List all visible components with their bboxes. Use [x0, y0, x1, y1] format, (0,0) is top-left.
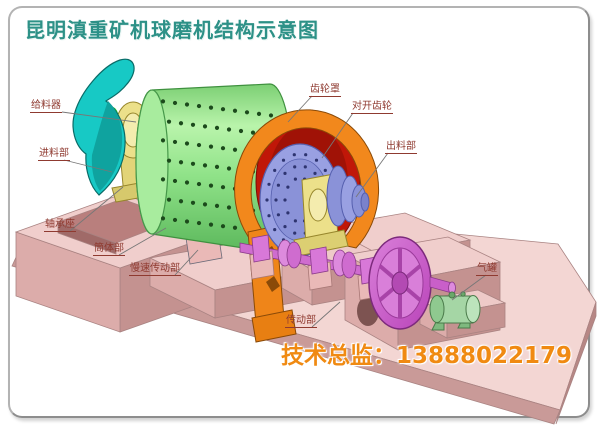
flywheel: [368, 236, 456, 330]
air-tank-body: [429, 291, 481, 331]
discharge-bearing-assembly: [293, 173, 349, 257]
contact-phone: 技术总监：13888022179: [281, 343, 573, 369]
label-feeder: 给料器: [30, 100, 62, 113]
label-bearing-seat: 轴承座: [44, 219, 76, 232]
label-feed-section: 进料部: [38, 148, 70, 161]
label-cylinder-section: 筒体部: [93, 243, 125, 256]
page-title: 昆明滇重矿机球磨机结构示意图: [25, 18, 319, 42]
label-air-tank: 气罐: [476, 263, 498, 276]
label-gear-cover: 齿轮罩: [309, 84, 341, 97]
label-slow-drive-section: 慢速传动部: [129, 263, 181, 276]
label-discharge-section: 出料部: [385, 141, 417, 154]
discharge-spout: [326, 165, 370, 227]
label-drive-section: 传动部: [285, 315, 317, 328]
leader-lines: [61, 95, 487, 328]
label-split-gear: 对开齿轮: [351, 101, 393, 114]
